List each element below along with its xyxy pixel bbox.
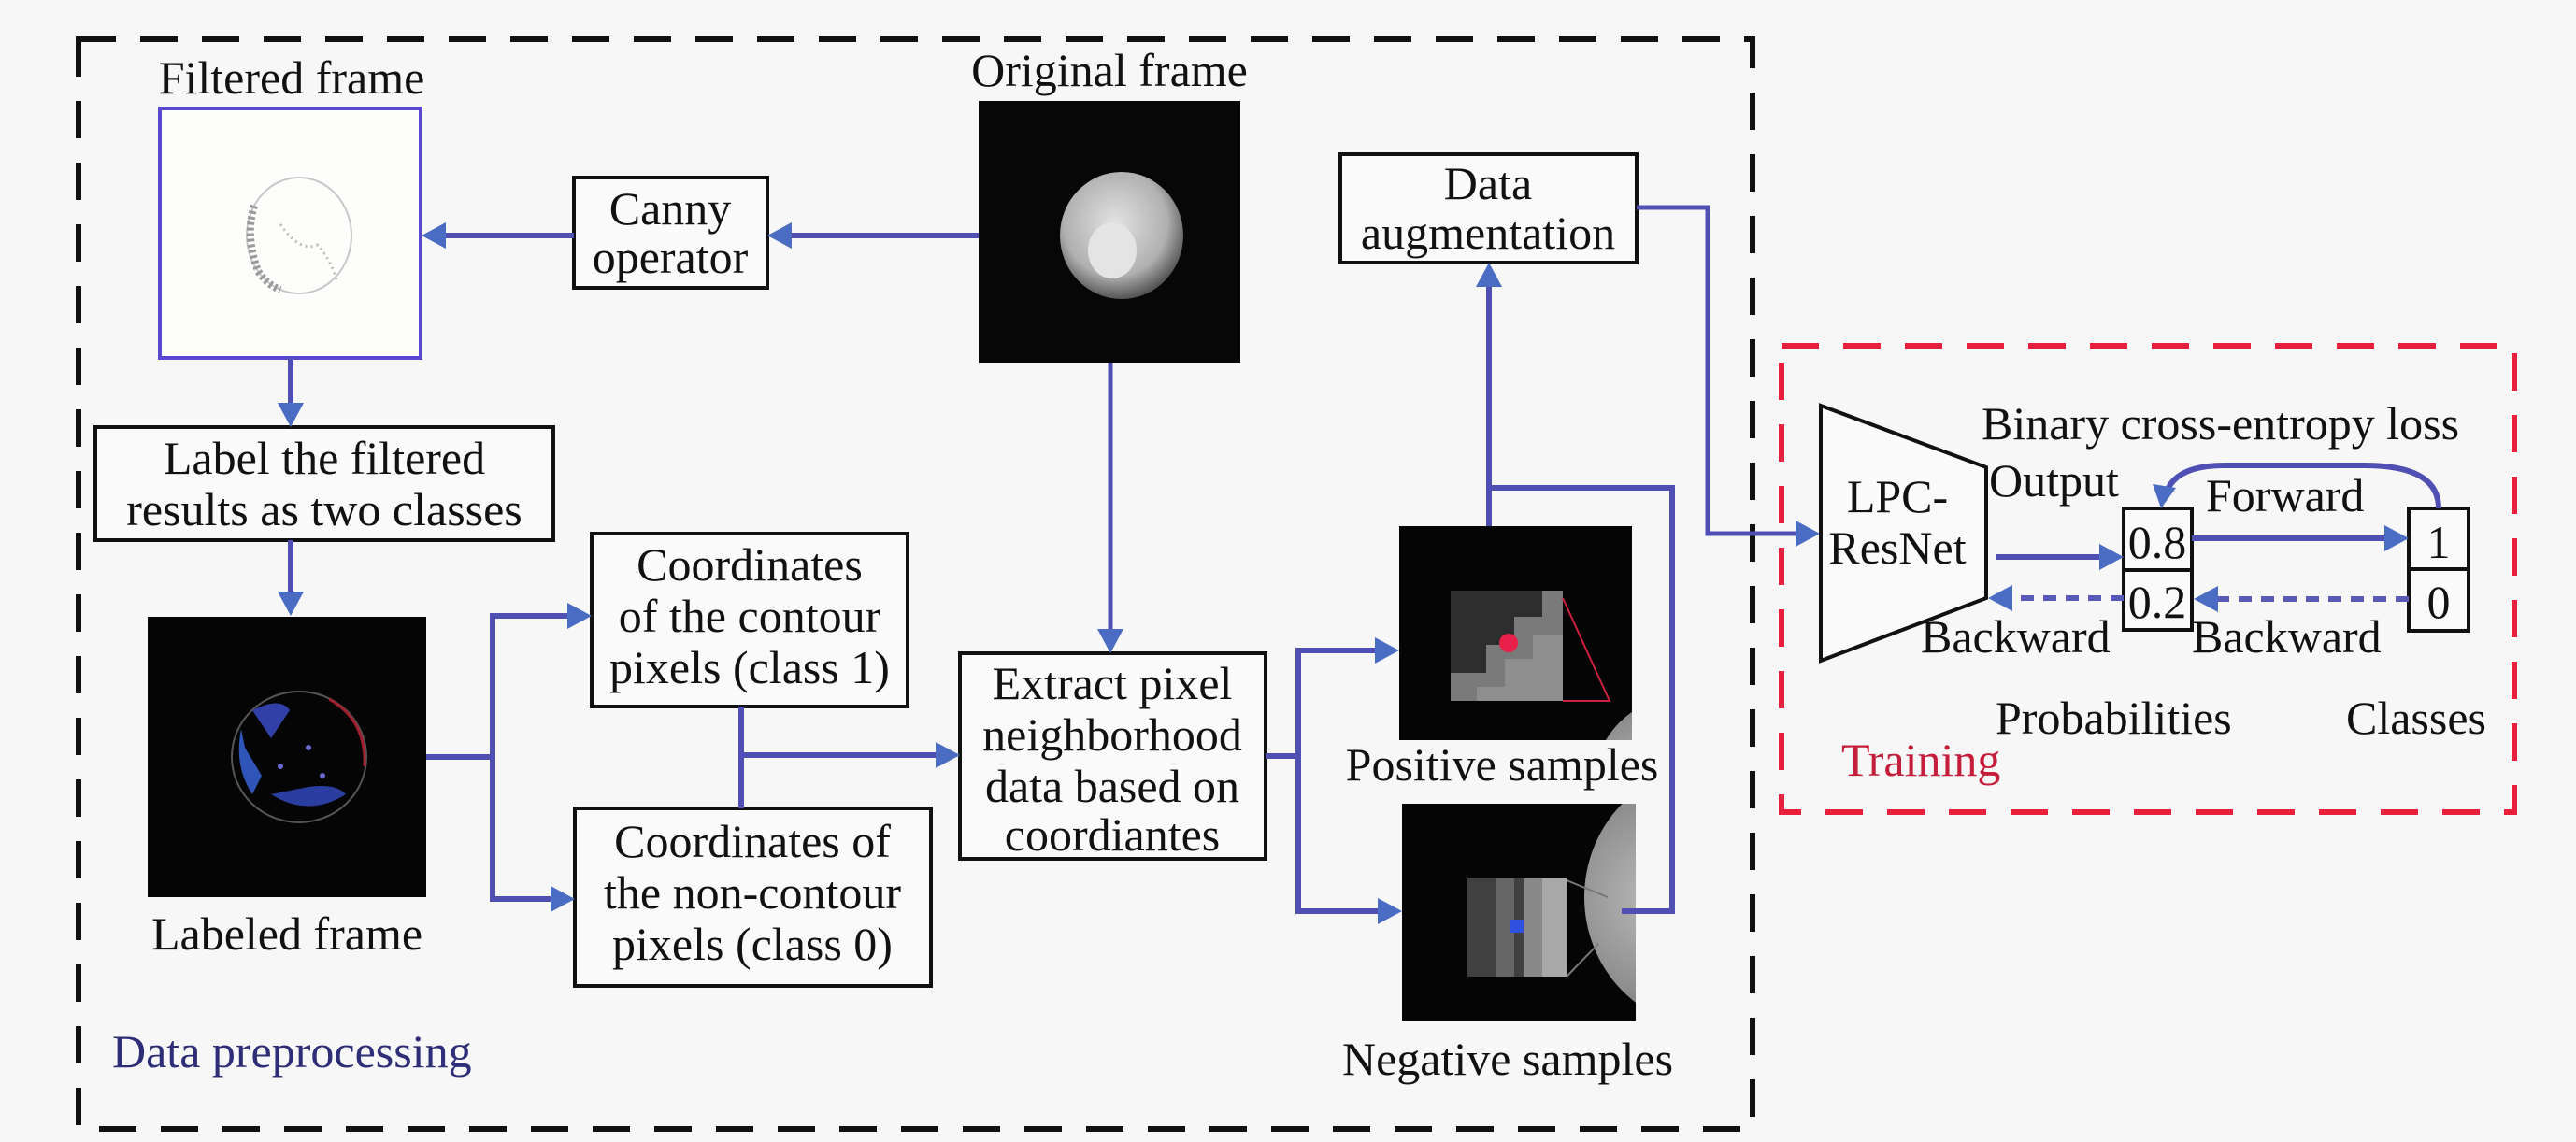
- svg-text:augmentation: augmentation: [1361, 207, 1615, 259]
- svg-text:Coordinates of: Coordinates of: [614, 815, 891, 867]
- loss-label: Binary cross-entropy loss: [1982, 397, 2459, 450]
- positive-samples-label: Positive samples: [1346, 738, 1659, 791]
- probability-value: 0.2: [2128, 576, 2187, 628]
- training-group-label: Training: [1841, 734, 2000, 786]
- svg-text:data based on: data based on: [985, 760, 1239, 812]
- forward-label: Forward: [2206, 469, 2364, 521]
- svg-text:LPC-: LPC-: [1847, 470, 1948, 522]
- positive-pixel-marker: [1499, 634, 1518, 652]
- svg-text:pixels (class 0): pixels (class 0): [612, 918, 893, 970]
- svg-text:coordiantes: coordiantes: [1005, 808, 1220, 861]
- negative-samples-image: [1402, 804, 1636, 1021]
- svg-text:neighborhood: neighborhood: [982, 708, 1242, 761]
- data-augmentation-box: Data augmentation: [1338, 152, 1639, 264]
- original-frame-image: [979, 101, 1240, 363]
- noncontour-coordinates-box: Coordinates of the non-contour pixels (c…: [573, 807, 933, 988]
- probabilities-vector: 0.8 0.2: [2122, 507, 2194, 632]
- classes-label: Classes: [2346, 692, 2486, 744]
- original-frame-label: Original frame: [971, 44, 1248, 96]
- svg-text:Extract pixel: Extract pixel: [993, 657, 1233, 709]
- lpc-resnet-network: LPC- ResNet: [1819, 403, 1988, 664]
- labeled-frame-image: [148, 617, 426, 897]
- positive-samples-image: [1399, 526, 1632, 740]
- class-value: 0: [2427, 576, 2451, 628]
- negative-samples-label: Negative samples: [1342, 1033, 1673, 1085]
- svg-text:results as two classes: results as two classes: [126, 483, 522, 535]
- negative-pixel-marker: [1510, 920, 1524, 933]
- canny-operator-box: Canny operator: [572, 176, 769, 290]
- classes-vector: 1 0: [2407, 507, 2470, 633]
- svg-text:of the contour: of the contour: [619, 590, 881, 642]
- probabilities-label: Probabilities: [1996, 692, 2232, 744]
- backward-label-left: Backward: [1921, 610, 2111, 663]
- training-group-border: [1779, 343, 2517, 815]
- svg-text:the non-contour: the non-contour: [604, 866, 901, 919]
- svg-text:Coordinates: Coordinates: [637, 538, 863, 591]
- filtered-frame-image: [158, 107, 422, 360]
- backward-label-right: Backward: [2192, 610, 2382, 663]
- svg-text:operator: operator: [593, 231, 749, 283]
- output-label: Output: [1989, 454, 2119, 507]
- class-value: 1: [2427, 516, 2451, 568]
- preprocessing-group-border: [76, 36, 1755, 1132]
- preprocessing-group-label: Data preprocessing: [112, 1025, 472, 1078]
- labeled-frame-label: Labeled frame: [151, 907, 422, 960]
- label-classes-box: Label the filtered results as two classe…: [93, 425, 555, 542]
- filtered-frame-label: Filtered frame: [159, 51, 425, 104]
- training-connectors: [1988, 463, 2441, 612]
- svg-text:Canny: Canny: [609, 182, 732, 235]
- extract-neighborhood-box: Extract pixel neighborhood data based on…: [958, 651, 1267, 861]
- contour-coordinates-box: Coordinates of the contour pixels (class…: [590, 532, 909, 708]
- svg-text:ResNet: ResNet: [1828, 521, 1966, 574]
- probability-value: 0.8: [2128, 516, 2187, 568]
- svg-text:Data: Data: [1444, 157, 1532, 209]
- connectors: [278, 205, 1820, 924]
- svg-text:pixels (class 1): pixels (class 1): [609, 641, 890, 693]
- svg-text:Label the filtered: Label the filtered: [164, 432, 485, 484]
